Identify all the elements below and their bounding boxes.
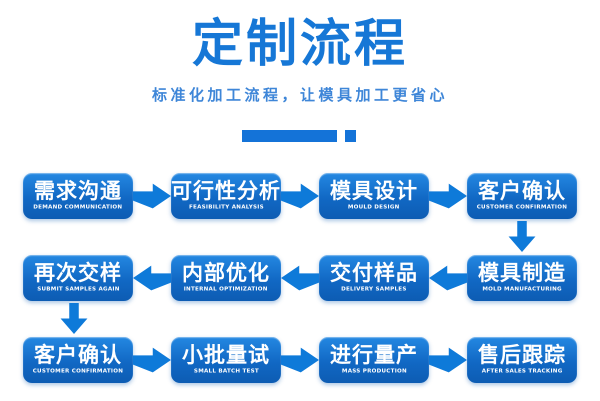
arrow-right-icon: [281, 347, 319, 373]
page-title: 定制流程: [191, 15, 408, 74]
step-title: 进行量产: [330, 342, 418, 367]
step-after-sales-tracking: 售后跟踪 AFTER SALES TRACKING: [467, 337, 577, 383]
flow-row-3: 客户确认 CUSTOMER CONFIRMATION 小批量试 SMALL BA…: [23, 337, 577, 383]
flow-row-1: 需求沟通 DEMAND COMMUNICATION 可行性分析 FEASIBIL…: [23, 173, 577, 219]
arrow-down-icon: [508, 221, 536, 252]
divider-dot: [345, 130, 356, 142]
arrow-right-icon: [133, 347, 171, 373]
arrow-down-icon: [60, 303, 88, 334]
step-mass-production: 进行量产 MASS PRODUCTION: [319, 337, 429, 383]
step-caption: SUBMIT SAMPLES AGAIN: [36, 285, 120, 293]
step-caption: MOLD MANUFACTURING: [482, 285, 562, 293]
step-title: 模具制造: [478, 260, 566, 285]
step-customer-confirmation-1: 客户确认 CUSTOMER CONFIRMATION: [467, 173, 577, 219]
step-internal-optimization: 内部优化 INTERNAL OPTIMIZATION: [171, 255, 281, 301]
flow-row-2: 再次交样 SUBMIT SAMPLES AGAIN 内部优化 INTERNAL …: [23, 255, 577, 301]
step-title: 可行性分析: [171, 178, 281, 203]
step-demand-communication: 需求沟通 DEMAND COMMUNICATION: [23, 173, 133, 219]
arrow-right-icon: [281, 183, 319, 209]
step-mould-design: 模具设计 MOULD DESIGN: [319, 173, 429, 219]
step-title: 模具设计: [330, 178, 418, 203]
step-mold-manufacturing: 模具制造 MOLD MANUFACTURING: [467, 255, 577, 301]
divider-bar: [242, 130, 337, 142]
step-title: 客户确认: [478, 178, 566, 203]
step-caption: INTERNAL OPTIMIZATION: [184, 285, 268, 293]
step-caption: CUSTOMER CONFIRMATION: [476, 203, 568, 211]
step-title: 售后跟踪: [478, 342, 566, 367]
step-title: 客户确认: [34, 342, 122, 367]
step-caption: CUSTOMER CONFIRMATION: [32, 367, 124, 375]
divider: [0, 130, 600, 142]
step-submit-samples-again: 再次交样 SUBMIT SAMPLES AGAIN: [23, 255, 133, 301]
arrow-left-icon: [133, 265, 171, 291]
step-caption: SMALL BATCH TEST: [193, 367, 259, 375]
step-customer-confirmation-2: 客户确认 CUSTOMER CONFIRMATION: [23, 337, 133, 383]
step-title: 内部优化: [182, 260, 270, 285]
step-caption: AFTER SALES TRACKING: [481, 367, 563, 375]
step-title: 交付样品: [330, 260, 418, 285]
step-small-batch-test: 小批量试 SMALL BATCH TEST: [171, 337, 281, 383]
arrow-right-icon: [429, 183, 467, 209]
step-caption: DEMAND COMMUNICATION: [33, 203, 123, 211]
step-feasibility-analysis: 可行性分析 FEASIBILITY ANALYSIS: [171, 173, 281, 219]
arrow-right-icon: [429, 347, 467, 373]
arrow-left-icon: [429, 265, 467, 291]
step-caption: DELIVERY SAMPLES: [341, 285, 407, 293]
step-title: 小批量试: [182, 342, 270, 367]
step-title: 需求沟通: [34, 178, 122, 203]
step-caption: FEASIBILITY ANALYSIS: [188, 203, 264, 211]
step-caption: MOULD DESIGN: [348, 203, 400, 211]
step-title: 再次交样: [34, 260, 122, 285]
step-delivery-samples: 交付样品 DELIVERY SAMPLES: [319, 255, 429, 301]
arrow-right-icon: [133, 183, 171, 209]
arrow-left-icon: [281, 265, 319, 291]
page-subtitle: 标准化加工流程，让模具加工更省心: [151, 86, 448, 104]
step-caption: MASS PRODUCTION: [341, 367, 407, 375]
